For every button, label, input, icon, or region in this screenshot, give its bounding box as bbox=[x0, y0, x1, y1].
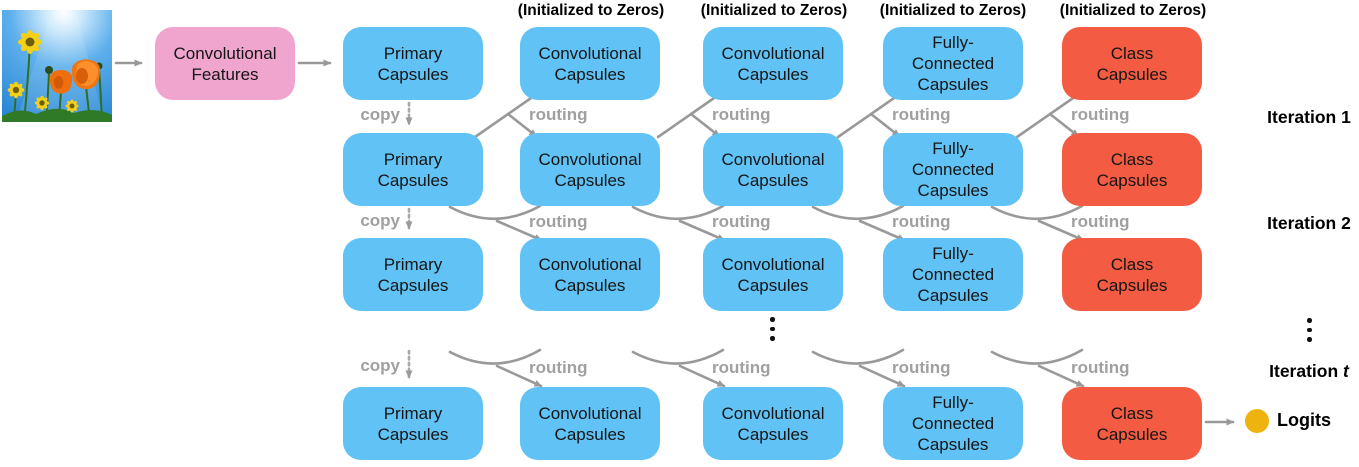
rows-ellipsis: ⋮ bbox=[770, 317, 775, 341]
primary-capsules-box-rt: Primary Capsules bbox=[343, 387, 483, 460]
convolutional-features-box: Convolutional Features bbox=[155, 27, 295, 100]
header-initialized-to-zeros-4: (Initialized to Zeros) bbox=[1059, 2, 1207, 19]
fully-connected-capsules-box-r0: Fully- Connected Capsules bbox=[883, 27, 1023, 100]
primary-capsules-box-r1: Primary Capsules bbox=[343, 133, 483, 206]
iteration-ellipsis: ⋮ bbox=[1307, 318, 1312, 342]
class-capsules-box-r1: Class Capsules bbox=[1062, 133, 1202, 206]
class-capsules-box-r2: Class Capsules bbox=[1062, 238, 1202, 311]
copy-label-2: copy bbox=[360, 211, 400, 230]
routing-label-ttc3: routing bbox=[892, 358, 951, 377]
flower-bud bbox=[45, 66, 53, 74]
routing-label-t2c4: routing bbox=[1071, 212, 1130, 231]
header-initialized-to-zeros-1: (Initialized to Zeros) bbox=[517, 2, 665, 19]
routing-label-t1c2: routing bbox=[712, 105, 771, 124]
class-capsules-box-r0: Class Capsules bbox=[1062, 27, 1202, 100]
convolutional-capsules-box-rtc2: Convolutional Capsules bbox=[703, 387, 843, 460]
logits-label: Logits bbox=[1277, 410, 1331, 430]
yellow-flower bbox=[65, 99, 79, 113]
class-capsules-box-rt: Class Capsules bbox=[1062, 387, 1202, 460]
fully-connected-capsules-box-rt: Fully- Connected Capsules bbox=[883, 387, 1023, 460]
copy-label-3: copy bbox=[360, 356, 400, 375]
logits-dot bbox=[1245, 409, 1269, 433]
routing-label-t1c4: routing bbox=[1071, 105, 1130, 124]
convolutional-capsules-box-r2c2: Convolutional Capsules bbox=[703, 238, 843, 311]
convolutional-capsules-box-r1c2: Convolutional Capsules bbox=[703, 133, 843, 206]
orange-poppy bbox=[49, 70, 73, 94]
convolutional-capsules-box-r2c1: Convolutional Capsules bbox=[520, 238, 660, 311]
convolutional-capsules-box-r0c1: Convolutional Capsules bbox=[520, 27, 660, 100]
routing-label-t1c1: routing bbox=[529, 105, 588, 124]
copy-label-1: copy bbox=[360, 105, 400, 124]
routing-label-t2c1: routing bbox=[529, 212, 588, 231]
header-initialized-to-zeros-3: (Initialized to Zeros) bbox=[879, 2, 1027, 19]
yellow-flower bbox=[34, 95, 50, 111]
header-initialized-to-zeros-2: (Initialized to Zeros) bbox=[700, 2, 848, 19]
iteration-2-label: Iteration 2 bbox=[1267, 213, 1351, 233]
routing-label-ttc4: routing bbox=[1071, 358, 1130, 377]
yellow-flower bbox=[7, 81, 25, 99]
primary-capsules-box-r2: Primary Capsules bbox=[343, 238, 483, 311]
routing-label-t1c3: routing bbox=[892, 105, 951, 124]
yellow-flower bbox=[18, 30, 42, 54]
orange-poppy bbox=[72, 59, 100, 89]
convolutional-capsules-box-r1c1: Convolutional Capsules bbox=[520, 133, 660, 206]
routing-label-t2c2: routing bbox=[712, 212, 771, 231]
flower-photo bbox=[2, 10, 112, 122]
routing-label-ttc1: routing bbox=[529, 358, 588, 377]
convolutional-capsules-box-r0c2: Convolutional Capsules bbox=[703, 27, 843, 100]
iteration-t-label: Iteration t bbox=[1269, 361, 1349, 381]
routing-label-t2c3: routing bbox=[892, 212, 951, 231]
sun-beam bbox=[16, 10, 104, 122]
primary-capsules-box-r0: Primary Capsules bbox=[343, 27, 483, 100]
convolutional-capsules-box-rtc1: Convolutional Capsules bbox=[520, 387, 660, 460]
fully-connected-capsules-box-r1: Fully- Connected Capsules bbox=[883, 133, 1023, 206]
fully-connected-capsules-box-r2: Fully- Connected Capsules bbox=[883, 238, 1023, 311]
grass bbox=[2, 108, 112, 122]
iteration-1-label: Iteration 1 bbox=[1267, 107, 1351, 127]
routing-label-ttc2: routing bbox=[712, 358, 771, 377]
